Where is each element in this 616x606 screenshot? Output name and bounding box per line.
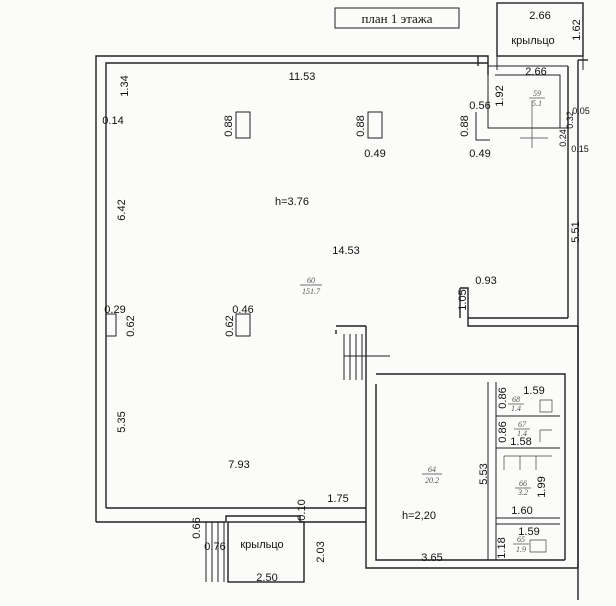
dim-step-w: 0.93 bbox=[475, 275, 496, 287]
dim-wc2-w: 1.58 bbox=[510, 436, 531, 448]
dim-024: 0.24 bbox=[558, 129, 568, 147]
room-68-num: 68 bbox=[512, 395, 520, 404]
dim-left-low: 5.35 bbox=[116, 411, 128, 432]
dim-left-mid: 6.42 bbox=[116, 199, 128, 220]
porch-label-top: крыльцо bbox=[511, 35, 554, 47]
room-67-area: 1.4 bbox=[517, 429, 527, 438]
dim-step-h: 1.05 bbox=[457, 289, 469, 310]
dim-bp-h: 2.03 bbox=[315, 541, 327, 562]
dim-shower-h: 1.99 bbox=[536, 476, 548, 497]
dim-pier-h: 0.62 bbox=[125, 315, 137, 336]
dim-shower-w: 1.60 bbox=[511, 505, 532, 517]
hall-height: h=3.76 bbox=[275, 196, 309, 208]
dim-left-offset: 0.14 bbox=[102, 115, 123, 127]
room-59-num: 59 bbox=[533, 89, 541, 98]
dim-bp-w: 2.50 bbox=[256, 572, 277, 584]
exterior-walls bbox=[95, 55, 588, 600]
dim-left-top: 1.34 bbox=[119, 75, 131, 96]
dim-top-wall: 11.53 bbox=[289, 71, 316, 83]
dim-door-w: 0.10 bbox=[296, 499, 308, 520]
room-60-area: 151.7 bbox=[302, 287, 321, 296]
dim-porch-inner-w: 2.66 bbox=[525, 66, 546, 78]
dimension-labels: 2.66 1.62 крыльцо 2.66 1.92 0.56 0.05 0.… bbox=[102, 10, 589, 584]
dim-005: 0.05 bbox=[572, 106, 590, 116]
dim-col3-h: 0.88 bbox=[459, 115, 471, 136]
dim-wc1-w: 1.59 bbox=[523, 385, 544, 397]
dim-col1-h: 0.88 bbox=[223, 115, 235, 136]
title-box bbox=[334, 7, 460, 29]
dim-wc1-h: 0.86 bbox=[497, 387, 509, 408]
dim-bp-a: 0.66 bbox=[191, 517, 203, 538]
dim-col4-w: 0.46 bbox=[232, 304, 253, 316]
dim-015: 0.15 bbox=[571, 144, 589, 154]
dim-wc2-h: 0.86 bbox=[497, 421, 509, 442]
dim-col2-w: 0.49 bbox=[364, 148, 385, 160]
room-66-area: 3.2 bbox=[517, 488, 528, 497]
stair bbox=[343, 334, 390, 380]
room-height: h=2,20 bbox=[402, 510, 436, 522]
bottom-porch bbox=[205, 521, 305, 583]
plan-title: план 1 этажа bbox=[361, 11, 432, 26]
dim-col4-h: 0.62 bbox=[224, 315, 236, 336]
room-68-area: 1.4 bbox=[511, 404, 521, 413]
dim-top-porch-h: 1.62 bbox=[571, 19, 583, 40]
room-labels: 59 5.1 60 151.7 68 1.4 67 1.4 64 20.2 66… bbox=[300, 89, 545, 554]
columns bbox=[105, 111, 490, 337]
dim-hall-w: 14.53 bbox=[332, 245, 360, 257]
room-64-num: 64 bbox=[428, 465, 436, 474]
room-59-area: 5.1 bbox=[532, 99, 542, 108]
porch-label-bottom: крыльцо bbox=[240, 539, 283, 551]
dim-top-porch-w: 2.66 bbox=[529, 10, 550, 22]
dim-niche-w: 0.56 bbox=[469, 100, 490, 112]
dim-niche-h: 1.92 bbox=[494, 85, 506, 106]
room-66-num: 66 bbox=[519, 479, 527, 488]
room-67-num: 67 bbox=[518, 420, 527, 429]
dim-032: 0.32 bbox=[565, 111, 575, 129]
top-porch bbox=[496, 2, 584, 70]
dim-bp-b: 0.76 bbox=[204, 541, 225, 553]
dim-pier-w: 0.29 bbox=[104, 304, 125, 316]
dim-col3-w: 0.49 bbox=[469, 148, 490, 160]
room-65-area: 1.9 bbox=[516, 545, 526, 554]
room-60-num: 60 bbox=[307, 276, 315, 285]
room-65-num: 65 bbox=[517, 535, 525, 544]
room-64-area: 20.2 bbox=[425, 476, 439, 485]
dim-wc3-h: 1.18 bbox=[496, 537, 508, 558]
dim-bottom-seg: 1.75 bbox=[327, 493, 348, 505]
dim-col2-h: 0.88 bbox=[355, 115, 367, 136]
dim-bottom-left: 7.93 bbox=[228, 459, 249, 471]
dim-room-h: 5.53 bbox=[478, 463, 490, 484]
dim-room-w: 3.65 bbox=[421, 552, 442, 564]
dim-wc3-w: 1.59 bbox=[518, 526, 539, 538]
dim-right-upper: 5.51 bbox=[570, 221, 582, 242]
